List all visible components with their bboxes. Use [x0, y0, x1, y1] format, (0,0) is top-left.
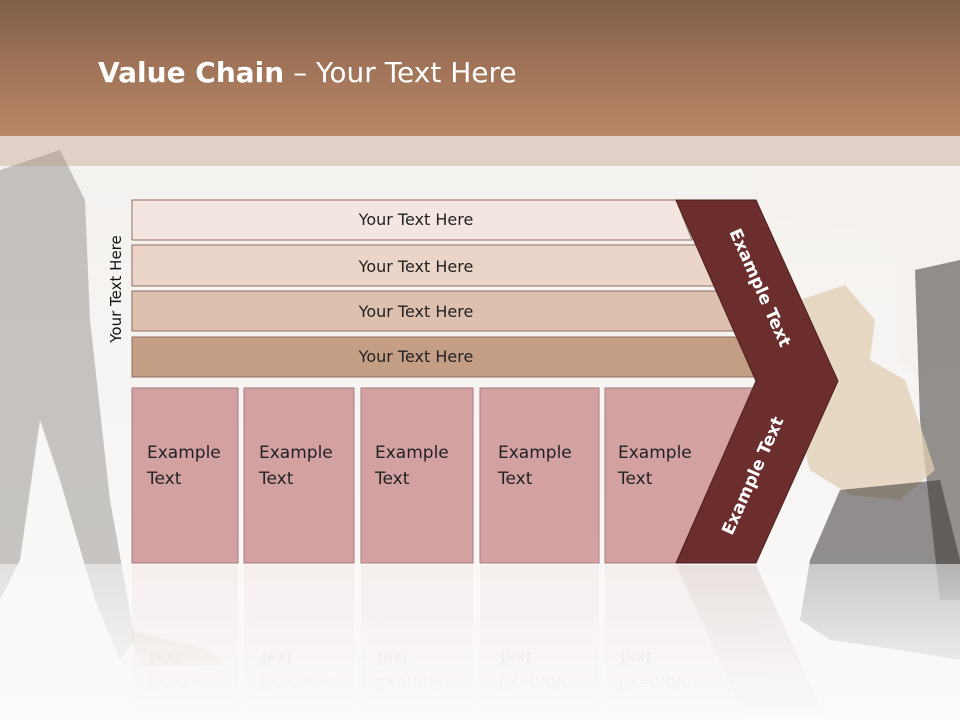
title-bar — [0, 0, 960, 136]
column-1-line1: Example — [147, 443, 221, 463]
column-2-box — [243, 387, 355, 564]
slide-title: Value Chain – Your Text Here — [98, 56, 517, 89]
row-4-label: Your Text Here — [358, 347, 474, 366]
reflection-fade — [0, 564, 960, 720]
title-strip — [0, 136, 960, 166]
chevron-arrow — [675, 199, 839, 564]
title-bold: Value Chain — [98, 56, 285, 89]
column-3-line2: Text — [374, 469, 410, 489]
column-1-box — [131, 387, 239, 564]
column-2-line2: Text — [258, 469, 294, 489]
column-2-line1: Example — [259, 443, 333, 463]
column-5-line2: Text — [617, 469, 653, 489]
column-4-line1: Example — [498, 443, 572, 463]
title-rest: – Your Text Here — [284, 56, 517, 89]
column-5-line1: Example — [618, 443, 692, 463]
column-1-line2: Text — [146, 469, 182, 489]
row-1-bar — [131, 199, 693, 241]
row-3-label: Your Text Here — [358, 302, 474, 321]
row-2-label: Your Text Here — [358, 257, 474, 276]
column-3-box — [360, 387, 474, 564]
column-4-line2: Text — [497, 469, 533, 489]
column-3-line1: Example — [375, 443, 449, 463]
column-4-box — [479, 387, 600, 564]
row-1-label: Your Text Here — [358, 210, 474, 229]
